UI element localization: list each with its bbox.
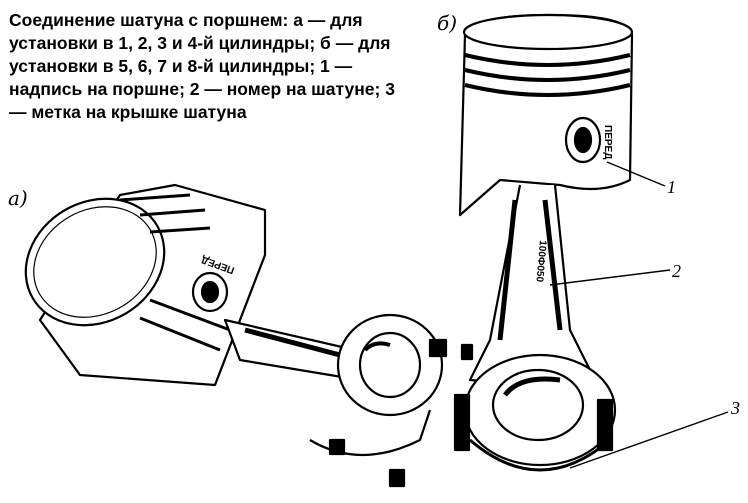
piston-marking-b: ПЕРЕД [602, 125, 613, 159]
caption-line: установки в 1, 2, 3 и 4-й цилиндры; б — … [9, 33, 391, 53]
callout-2: 2 [672, 261, 681, 281]
figure-caption: Соединение шатуна с поршнем: а — для уст… [9, 9, 409, 124]
piston-assembly-b [453, 13, 634, 472]
leader-line-1 [606, 161, 666, 187]
piston-assembly-a [24, 183, 448, 488]
view-a-label: а) [8, 186, 28, 210]
callout-1: 1 [667, 177, 676, 197]
caption-line: Соединение шатуна с поршнем: а — для [9, 10, 363, 30]
rod-number: 100Ф050 [533, 240, 548, 283]
leader-line-2 [549, 269, 671, 286]
caption-line: — метка на крышке шатуна [9, 102, 247, 122]
leader-line-3 [569, 411, 729, 469]
callout-3: 3 [730, 398, 740, 418]
caption-line: установки в 5, 6, 7 и 8-й цилиндры; 1 — [9, 56, 353, 76]
caption-line: надпись на поршне; 2 — номер на шатуне; … [9, 79, 395, 99]
view-b-label: б) [437, 11, 457, 35]
